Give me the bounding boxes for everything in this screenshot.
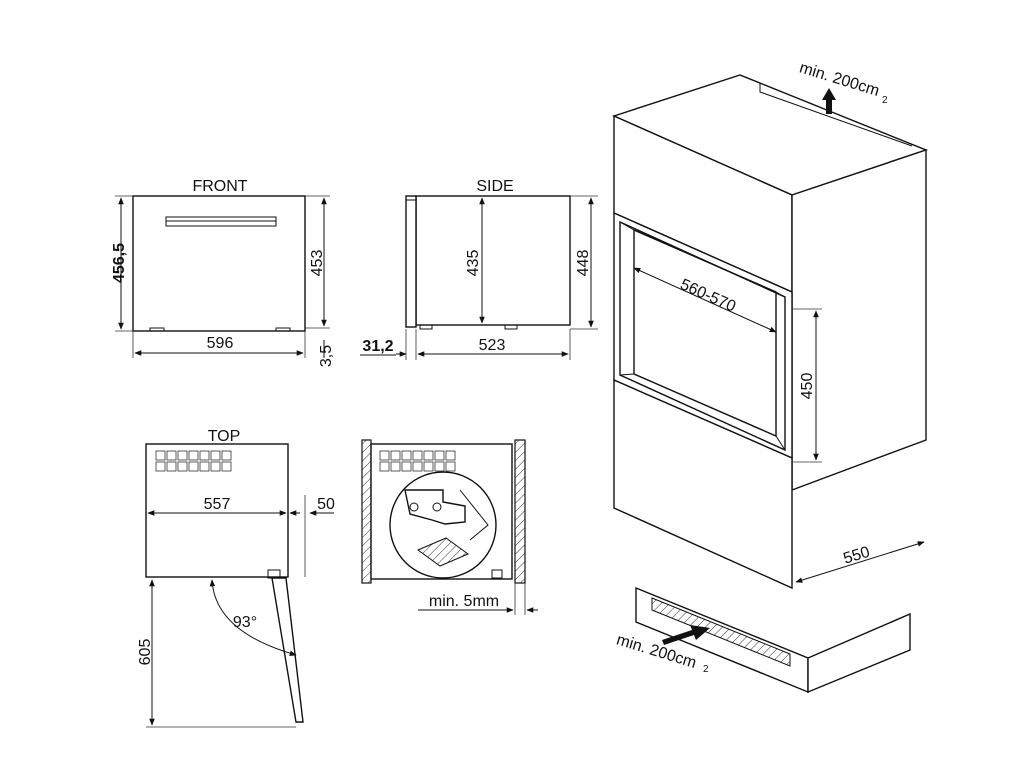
vent-cell	[379, 461, 390, 472]
install-dim-opening-height: 450	[799, 373, 816, 400]
install-dim-depth: 550	[841, 544, 872, 568]
side-foot-back	[504, 324, 518, 330]
top-vent-grid	[155, 450, 232, 472]
side-dim-height: 448	[575, 250, 592, 277]
front-appliance-outline	[132, 195, 306, 332]
vent-cell	[199, 461, 210, 472]
detail-hatched-section	[416, 537, 470, 567]
cabinet-right-side	[791, 149, 927, 492]
install-vent-bottom-sup: 2	[703, 664, 709, 675]
top-door-open	[271, 577, 304, 723]
vent-cell	[199, 450, 210, 461]
vent-cell	[379, 450, 390, 461]
top-dim-width: 557	[204, 496, 231, 513]
vent-cell	[188, 461, 199, 472]
vent-cell	[401, 461, 412, 472]
side-appliance-body	[415, 195, 571, 326]
top-dim-door-depth: 605	[137, 639, 154, 666]
plinth-side	[807, 612, 911, 694]
vent-cell	[221, 461, 232, 472]
install-dim-line-opening-width	[633, 267, 777, 333]
install-vent-top-sup: 2	[882, 95, 888, 106]
vent-cell	[390, 450, 401, 461]
vent-cell	[166, 461, 177, 472]
install-dim-line-depth	[795, 541, 925, 583]
top-angle-arc	[209, 579, 297, 656]
side-foot-front	[419, 324, 433, 330]
detail-hinge-bracket	[404, 489, 466, 525]
vent-cell	[210, 450, 221, 461]
vent-cell	[434, 461, 445, 472]
vent-cell	[166, 450, 177, 461]
detail-vent-grid	[379, 450, 456, 472]
detail-hinge-small	[491, 569, 503, 579]
vent-cell	[423, 461, 434, 472]
installation-view: 560-570 450 550 min. 200cm 2 min. 200cm …	[612, 59, 929, 694]
vent-cell	[423, 450, 434, 461]
vent-cell	[445, 461, 456, 472]
detail-gap-label: min. 5mm	[429, 593, 499, 610]
vent-cell	[390, 461, 401, 472]
detail-edge-line	[459, 489, 489, 541]
vent-top-arrow-icon	[822, 88, 836, 114]
side-view: SIDE 435 448 523 31,2	[360, 178, 598, 360]
cabinet-top-rim	[739, 74, 913, 147]
front-foot-left	[149, 327, 165, 332]
top-angle: 93°	[233, 614, 257, 631]
front-view-label: FRONT	[192, 178, 247, 195]
side-front-panel	[405, 195, 417, 328]
vent-cell	[445, 450, 456, 461]
side-dim-panel: 31,2	[362, 338, 393, 355]
vent-cell	[188, 450, 199, 461]
front-dim-height: 453	[309, 250, 326, 277]
vent-cell	[177, 461, 188, 472]
vent-cell	[177, 450, 188, 461]
vent-cell	[401, 450, 412, 461]
top-view-label: TOP	[208, 428, 241, 445]
niche-bevel-lines	[619, 221, 786, 451]
front-dim-total-height: 456,5	[111, 243, 128, 283]
top-dim-offset: 50	[317, 496, 335, 513]
side-dim-depth: 523	[479, 337, 506, 354]
detail-wall-left	[361, 439, 372, 584]
vent-cell	[221, 450, 232, 461]
top-hinge	[267, 569, 281, 579]
vent-bottom-arrow-icon	[662, 625, 710, 645]
plinth-vent-grille	[651, 597, 791, 667]
vent-cell	[155, 450, 166, 461]
detail-wall-right	[514, 439, 526, 584]
vent-cell	[412, 461, 423, 472]
side-view-label: SIDE	[476, 178, 513, 195]
front-view: FRONT 456,5 453 3,5 596	[111, 178, 335, 367]
detail-screw-1	[409, 502, 419, 512]
vent-cell	[434, 450, 445, 461]
vent-cell	[412, 450, 423, 461]
front-foot-right	[275, 327, 291, 332]
detail-screw-2	[432, 502, 442, 512]
front-dim-width: 596	[207, 335, 234, 352]
side-dim-inner-height: 435	[465, 250, 482, 277]
front-dim-foot: 3,5	[318, 345, 335, 367]
top-view: TOP 557 50 93° 605	[137, 428, 335, 728]
install-vent-top: min. 200cm	[797, 59, 881, 99]
vent-cell	[155, 461, 166, 472]
detail-view: min. 5mm	[361, 439, 538, 615]
vent-cell	[210, 461, 221, 472]
detail-magnifier-circle	[389, 471, 497, 579]
